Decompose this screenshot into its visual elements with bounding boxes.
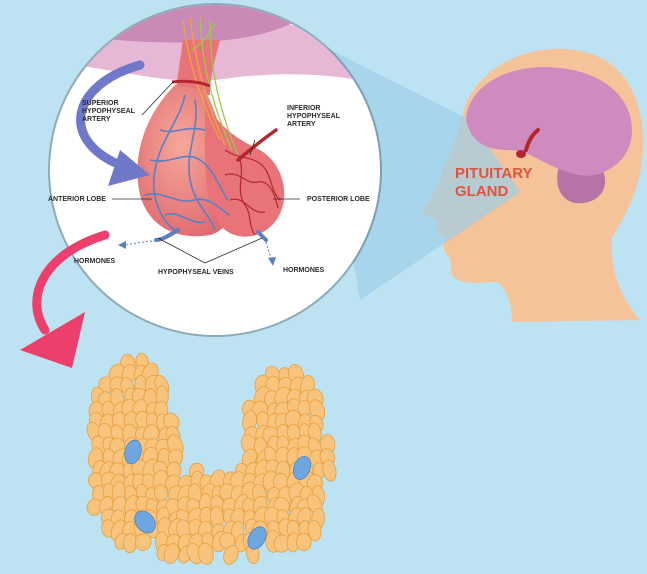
anterior-lobe-label: ANTERIOR LOBE [48, 196, 106, 203]
hormones-right-label: HORMONES [283, 267, 325, 274]
hypophyseal-veins-label: HYPOPHYSEAL VEINS [158, 269, 234, 276]
hormones-left-label: HORMONES [74, 258, 116, 265]
thyroid-follicle [296, 533, 311, 551]
thyroid-gland-icon [84, 352, 338, 567]
posterior-lobe-label: POSTERIOR LOBE [307, 196, 370, 203]
